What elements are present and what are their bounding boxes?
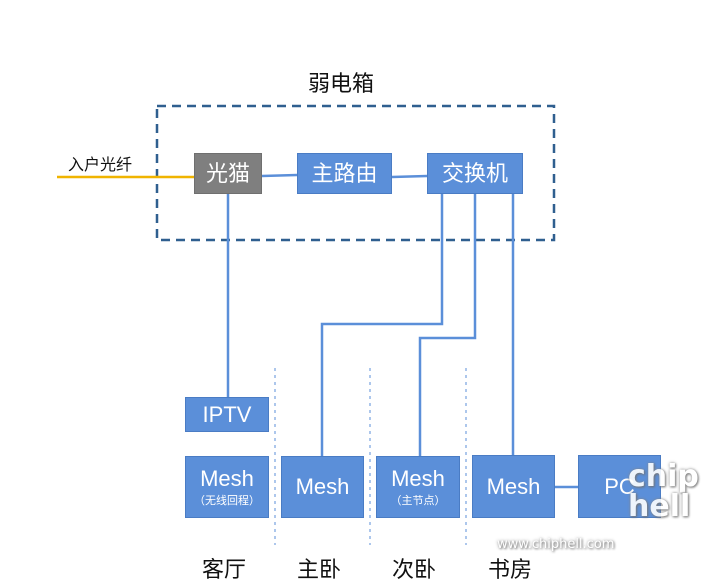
mesh-second-note: （主节点） (390, 494, 446, 507)
switch-label: 交换机 (441, 160, 508, 186)
room-label-master: 主卧 (297, 558, 342, 583)
mesh-living-node: Mesh （无线回程） (185, 456, 269, 518)
room-label-living: 客厅 (202, 558, 247, 583)
mesh-master-label: Mesh (295, 474, 350, 499)
cabinet-frame (155, 104, 556, 242)
watermark-url: www.chiphell.com (497, 537, 615, 552)
room-label-second: 次卧 (392, 558, 437, 583)
cabinet-title: 弱电箱 (308, 72, 375, 97)
mesh-second-node: Mesh （主节点） (376, 456, 460, 518)
mesh-study-label: Mesh (486, 473, 541, 499)
iptv-label: IPTV (202, 401, 252, 427)
mesh-living-note: （无线回程） (194, 494, 260, 507)
modem-label: 光猫 (205, 160, 250, 186)
iptv-node: IPTV (185, 397, 269, 432)
link-router-switch (391, 174, 428, 179)
mesh-living-label: Mesh (200, 465, 254, 491)
fiber-label: 入户光纤 (68, 155, 133, 174)
mesh-master-node: Mesh (281, 456, 364, 518)
switch-node: 交换机 (427, 153, 523, 194)
router-label: 主路由 (311, 160, 378, 186)
link-modem-router (261, 173, 298, 178)
pc-node: PC (578, 455, 661, 518)
router-node: 主路由 (297, 153, 392, 194)
mesh-study-node: Mesh (472, 455, 555, 518)
link-switch-mesh-master (320, 194, 444, 456)
watermark-logo: chip hell (628, 459, 699, 524)
link-switch-mesh-second (418, 194, 477, 456)
mesh-second-label: Mesh (391, 465, 445, 491)
room-label-study: 书房 (488, 558, 533, 583)
pc-label: PC (604, 473, 635, 499)
modem-node: 光猫 (194, 153, 262, 194)
